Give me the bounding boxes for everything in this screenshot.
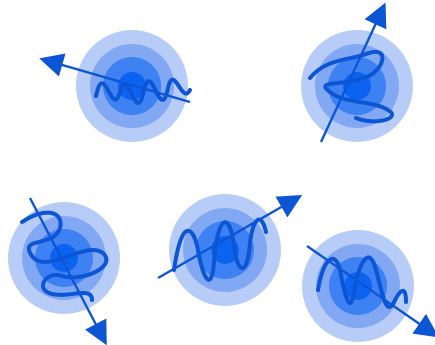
- particle-2: [301, 8, 413, 142]
- particle-1: [45, 30, 190, 142]
- particle-3: [8, 198, 120, 340]
- particle-5: [302, 230, 434, 342]
- particle-4: [158, 194, 297, 306]
